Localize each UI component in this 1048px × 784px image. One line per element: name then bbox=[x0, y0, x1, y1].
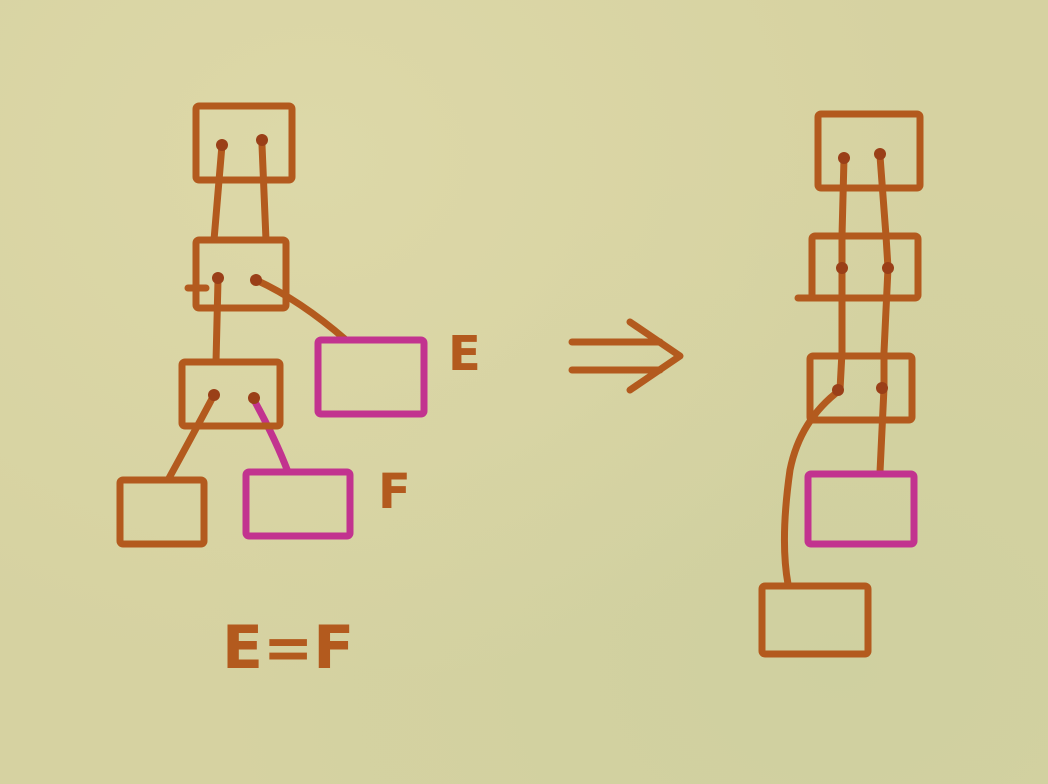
left-e-node bbox=[314, 336, 428, 418]
f-label: F bbox=[378, 464, 411, 520]
left-root-dot-2 bbox=[256, 134, 268, 146]
right-chain bbox=[758, 110, 924, 658]
left-lower-dot-1 bbox=[208, 389, 220, 401]
left-edge-mid-lower bbox=[212, 276, 222, 366]
right-magenta-node bbox=[804, 470, 918, 548]
right-node-2-dot-1 bbox=[836, 262, 848, 274]
left-lower-node bbox=[178, 358, 284, 430]
left-edge-root-mid-right bbox=[258, 141, 270, 244]
equation-label: E=F bbox=[222, 613, 354, 683]
right-node-2 bbox=[808, 232, 922, 302]
left-mid-dot-1 bbox=[212, 272, 224, 284]
left-root-node bbox=[192, 102, 296, 184]
left-tree: E F E=F bbox=[116, 102, 481, 683]
left-edge-lower-leaf bbox=[164, 391, 218, 484]
right-leaf-node bbox=[758, 582, 872, 658]
right-node-3-dot-1 bbox=[832, 384, 844, 396]
left-lower-dot-2 bbox=[248, 392, 260, 404]
arrow-head bbox=[626, 318, 684, 394]
left-f-node bbox=[242, 468, 354, 540]
right-node-1 bbox=[814, 110, 924, 192]
e-label: E bbox=[448, 326, 481, 382]
right-edge-to-leaf bbox=[780, 386, 844, 588]
left-mid-dot-2 bbox=[250, 274, 262, 286]
right-edge-right-strand bbox=[876, 152, 892, 476]
implies-arrow bbox=[568, 318, 684, 394]
right-node-3-dot-2 bbox=[876, 382, 888, 394]
right-node-2-dot-2 bbox=[882, 262, 894, 274]
left-mid-node bbox=[192, 236, 290, 312]
left-leaf-node bbox=[116, 476, 208, 548]
right-node-1-dot-1 bbox=[838, 152, 850, 164]
left-root-dot-1 bbox=[216, 139, 228, 151]
right-node-1-dot-2 bbox=[874, 148, 886, 160]
left-edge-lower-f bbox=[250, 396, 292, 476]
left-edge-root-mid-left bbox=[210, 141, 226, 244]
right-node-3 bbox=[806, 352, 916, 424]
left-edge-mid-e bbox=[252, 276, 350, 344]
